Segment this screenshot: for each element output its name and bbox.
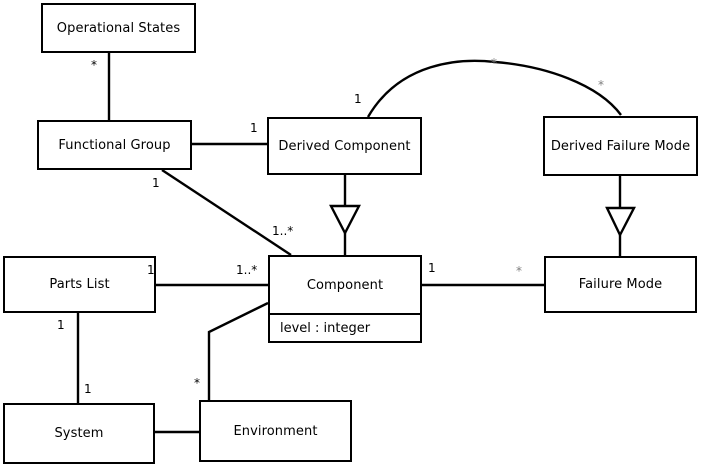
generalization-triangle-component (329, 204, 361, 236)
multiplicity-component-right: 1 (428, 261, 436, 275)
class-name-operational-states: Operational States (56, 20, 181, 36)
class-name-system: System (54, 426, 104, 441)
multiplicity-functional-group-diagonal: 1 (152, 176, 160, 190)
class-name-failure-mode: Failure Mode (578, 277, 663, 292)
multiplicity-arc-right: * (598, 78, 604, 92)
multiplicity-parts-list-bottom: 1 (57, 318, 65, 332)
class-operational-states[interactable]: Operational States (41, 3, 196, 53)
class-failure-mode[interactable]: Failure Mode (544, 256, 697, 313)
class-environment[interactable]: Environment (199, 400, 352, 462)
class-parts-list[interactable]: Parts List (3, 256, 156, 313)
class-component-attributes[interactable]: level : integer (268, 315, 422, 343)
class-name-component: Component (306, 277, 384, 293)
multiplicity-arc-left: 1 (354, 92, 362, 106)
multiplicity-component-left: 1..* (236, 263, 258, 277)
class-name-parts-list: Parts List (49, 277, 110, 292)
multiplicity-environment-top: * (194, 376, 200, 390)
multiplicity-operational-states: * (91, 58, 97, 72)
multiplicity-parts-list-right: 1 (147, 263, 155, 277)
edge-functional-group-component (161, 168, 292, 257)
class-name-functional-group: Functional Group (58, 137, 171, 153)
edge-derived-component-derived-failure-mode (366, 59, 622, 118)
class-system[interactable]: System (3, 403, 155, 464)
class-component[interactable]: Component (268, 255, 422, 315)
class-derived-failure-mode[interactable]: Derived Failure Mode (543, 116, 698, 176)
multiplicity-arc-apex: * (491, 56, 497, 70)
class-functional-group[interactable]: Functional Group (37, 120, 192, 170)
multiplicity-derived-component-left: 1 (250, 121, 258, 135)
attribute-level: level : integer (280, 320, 371, 336)
class-name-environment: Environment (233, 423, 318, 439)
multiplicity-system-top: 1 (84, 382, 92, 396)
class-name-derived-failure-mode: Derived Failure Mode (550, 138, 691, 154)
edge-component-environment (207, 301, 269, 400)
multiplicity-component-diagonal: 1..* (272, 224, 294, 238)
class-derived-component[interactable]: Derived Component (267, 117, 422, 175)
generalization-triangle-failure-mode (605, 206, 636, 238)
class-name-derived-component: Derived Component (278, 138, 411, 154)
multiplicity-failure-mode-left: * (516, 264, 522, 278)
